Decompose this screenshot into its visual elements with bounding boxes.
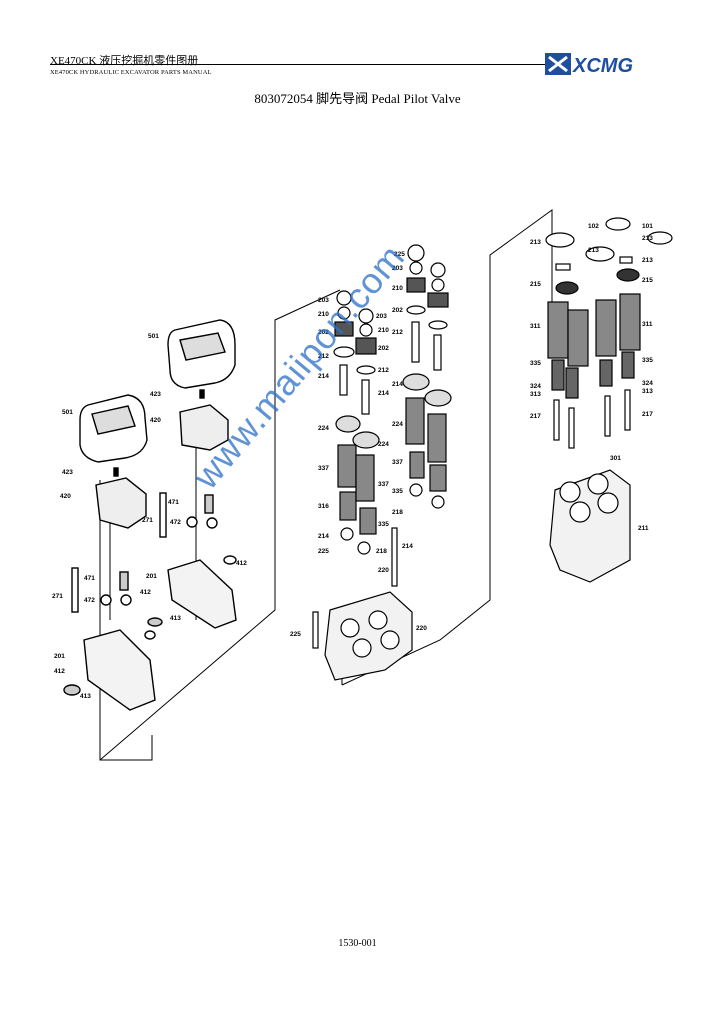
callout: 202 — [318, 329, 329, 336]
callout: 202 — [392, 307, 403, 314]
callout: 472 — [170, 519, 181, 526]
callout: 225 — [290, 631, 301, 638]
callout: 423 — [150, 391, 161, 398]
callout: 412 — [236, 560, 247, 567]
callout: 413 — [80, 693, 91, 700]
callout: 203 — [376, 313, 387, 320]
callout: 271 — [142, 517, 153, 524]
callout: 316 — [318, 503, 329, 510]
callout: 412 — [54, 668, 65, 675]
page-title: 803072054 脚先导阀 Pedal Pilot Valve — [254, 91, 461, 106]
callout: 420 — [150, 417, 161, 424]
callout: 201 — [54, 653, 65, 660]
valve-body-right — [545, 217, 673, 583]
callout: 214 — [402, 543, 413, 550]
callout: 501 — [62, 409, 73, 416]
callout: 213 — [588, 247, 599, 254]
callout: 423 — [62, 469, 73, 476]
callout: 335 — [392, 488, 403, 495]
callout: 224 — [392, 421, 403, 428]
callout: 218 — [376, 548, 387, 555]
callout: 337 — [392, 459, 403, 466]
callout: 224 — [318, 425, 329, 432]
callout: 412 — [140, 589, 151, 596]
callout: 213 — [642, 235, 653, 242]
callout: 212 — [318, 353, 329, 360]
callout: 311 — [530, 323, 541, 330]
callout: 501 — [148, 333, 159, 340]
callout: 311 — [642, 321, 653, 328]
callout: 337 — [378, 481, 389, 488]
callout: 212 — [392, 329, 403, 336]
callout: 217 — [642, 411, 653, 418]
pedal-assembly-left — [63, 319, 237, 711]
callout: 201 — [146, 573, 157, 580]
callout: 202 — [378, 345, 389, 352]
callout: 203 — [318, 297, 329, 304]
callout: 225 — [394, 251, 405, 258]
callout: 472 — [84, 597, 95, 604]
callout: 211 — [638, 525, 649, 532]
callout: 271 — [52, 593, 63, 600]
callout: 471 — [168, 499, 179, 506]
callout: 313 — [642, 388, 653, 395]
callout: 210 — [392, 285, 403, 292]
callout: 218 — [392, 509, 403, 516]
manual-title-en: XE470CK HYDRAULIC EXCAVATOR PARTS MANUAL — [50, 69, 212, 76]
callout: 203 — [392, 265, 403, 272]
brand-text: XCMG — [572, 55, 633, 77]
callout: 214 — [318, 373, 329, 380]
callout-labels: 501 423 420 501 423 420 471 472 271 201 … — [52, 223, 653, 700]
callout: 213 — [642, 257, 653, 264]
callout: 215 — [530, 281, 541, 288]
callout: 220 — [416, 625, 427, 632]
callout: 214 — [392, 381, 403, 388]
callout: 301 — [610, 455, 621, 462]
callout: 210 — [378, 327, 389, 334]
callout: 101 — [642, 223, 653, 230]
header-rule — [50, 64, 545, 65]
callout: 224 — [378, 441, 389, 448]
callout: 324 — [642, 380, 653, 387]
piston-spring-stacks — [312, 244, 452, 681]
callout: 217 — [530, 413, 541, 420]
callout: 220 — [378, 567, 389, 574]
callout: 420 — [60, 493, 71, 500]
callout: 210 — [318, 311, 329, 318]
callout: 337 — [318, 465, 329, 472]
callout: 215 — [642, 277, 653, 284]
callout: 225 — [318, 548, 329, 555]
callout: 213 — [530, 239, 541, 246]
xcmg-logo: XCMG — [545, 53, 633, 77]
callout: 324 — [530, 383, 541, 390]
callout: 214 — [318, 533, 329, 540]
callout: 335 — [642, 357, 653, 364]
callout: 335 — [378, 521, 389, 528]
assembly-outline-lines — [99, 209, 553, 761]
callout: 102 — [588, 223, 599, 230]
page-number: 1530-001 — [338, 938, 377, 949]
callout: 413 — [170, 615, 181, 622]
callout: 313 — [530, 391, 541, 398]
callout: 214 — [378, 390, 389, 397]
callout: 212 — [378, 367, 389, 374]
callout: 335 — [530, 360, 541, 367]
callout: 471 — [84, 575, 95, 582]
